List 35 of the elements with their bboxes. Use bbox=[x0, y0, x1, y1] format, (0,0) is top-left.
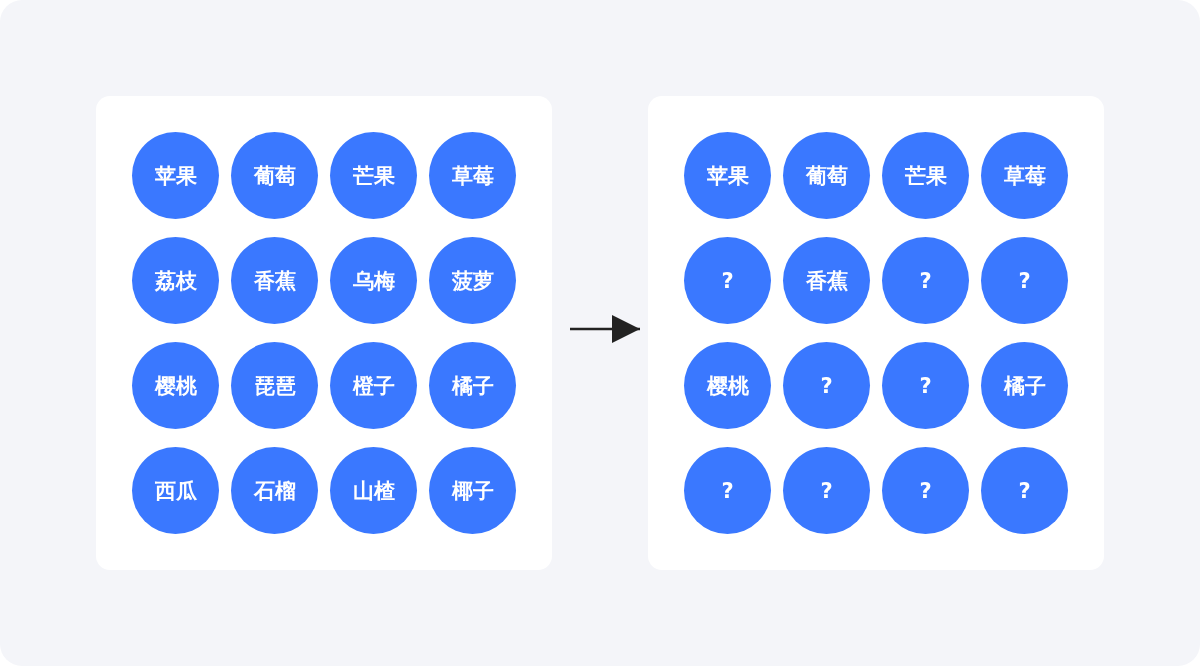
circle-label: ? bbox=[1018, 268, 1031, 293]
arrow bbox=[570, 315, 640, 343]
circle-label: 香蕉 bbox=[805, 267, 848, 295]
circle-label: 橘子 bbox=[451, 372, 494, 400]
circle-label: 山楂 bbox=[352, 477, 395, 505]
circle-label: ? bbox=[721, 268, 734, 293]
circle-label: 樱桃 bbox=[706, 372, 749, 400]
circle-label: 苹果 bbox=[154, 162, 197, 190]
circle-label: 荔枝 bbox=[154, 267, 197, 295]
circle-label: 西瓜 bbox=[154, 477, 197, 505]
panel-card bbox=[96, 96, 552, 570]
circle-label: 橘子 bbox=[1003, 372, 1046, 400]
circle-label: 草莓 bbox=[1003, 162, 1046, 190]
circle-label: ? bbox=[919, 268, 932, 293]
panel-card bbox=[648, 96, 1104, 570]
circle-label: 樱桃 bbox=[154, 372, 197, 400]
circle-label: 椰子 bbox=[451, 477, 494, 505]
circle-label: 葡萄 bbox=[805, 162, 848, 190]
circle-label: 菠萝 bbox=[451, 267, 494, 295]
circle-label: 乌梅 bbox=[352, 267, 395, 295]
circle-label: 芒果 bbox=[904, 162, 947, 190]
circle-label: ? bbox=[820, 478, 833, 503]
circle-label: 葡萄 bbox=[253, 162, 296, 190]
circle-label: ? bbox=[919, 478, 932, 503]
circle-label: 石榴 bbox=[253, 477, 296, 505]
circle-label: 香蕉 bbox=[253, 267, 296, 295]
circle-label: ? bbox=[721, 478, 734, 503]
circle-label: 苹果 bbox=[706, 162, 749, 190]
circle-label: ? bbox=[919, 373, 932, 398]
circle-label: 芒果 bbox=[352, 162, 395, 190]
circle-label: ? bbox=[1018, 478, 1031, 503]
circle-label: 琵琶 bbox=[253, 372, 296, 400]
circle-label: 草莓 bbox=[451, 162, 494, 190]
circle-label: ? bbox=[820, 373, 833, 398]
circle-label: 橙子 bbox=[352, 372, 395, 400]
